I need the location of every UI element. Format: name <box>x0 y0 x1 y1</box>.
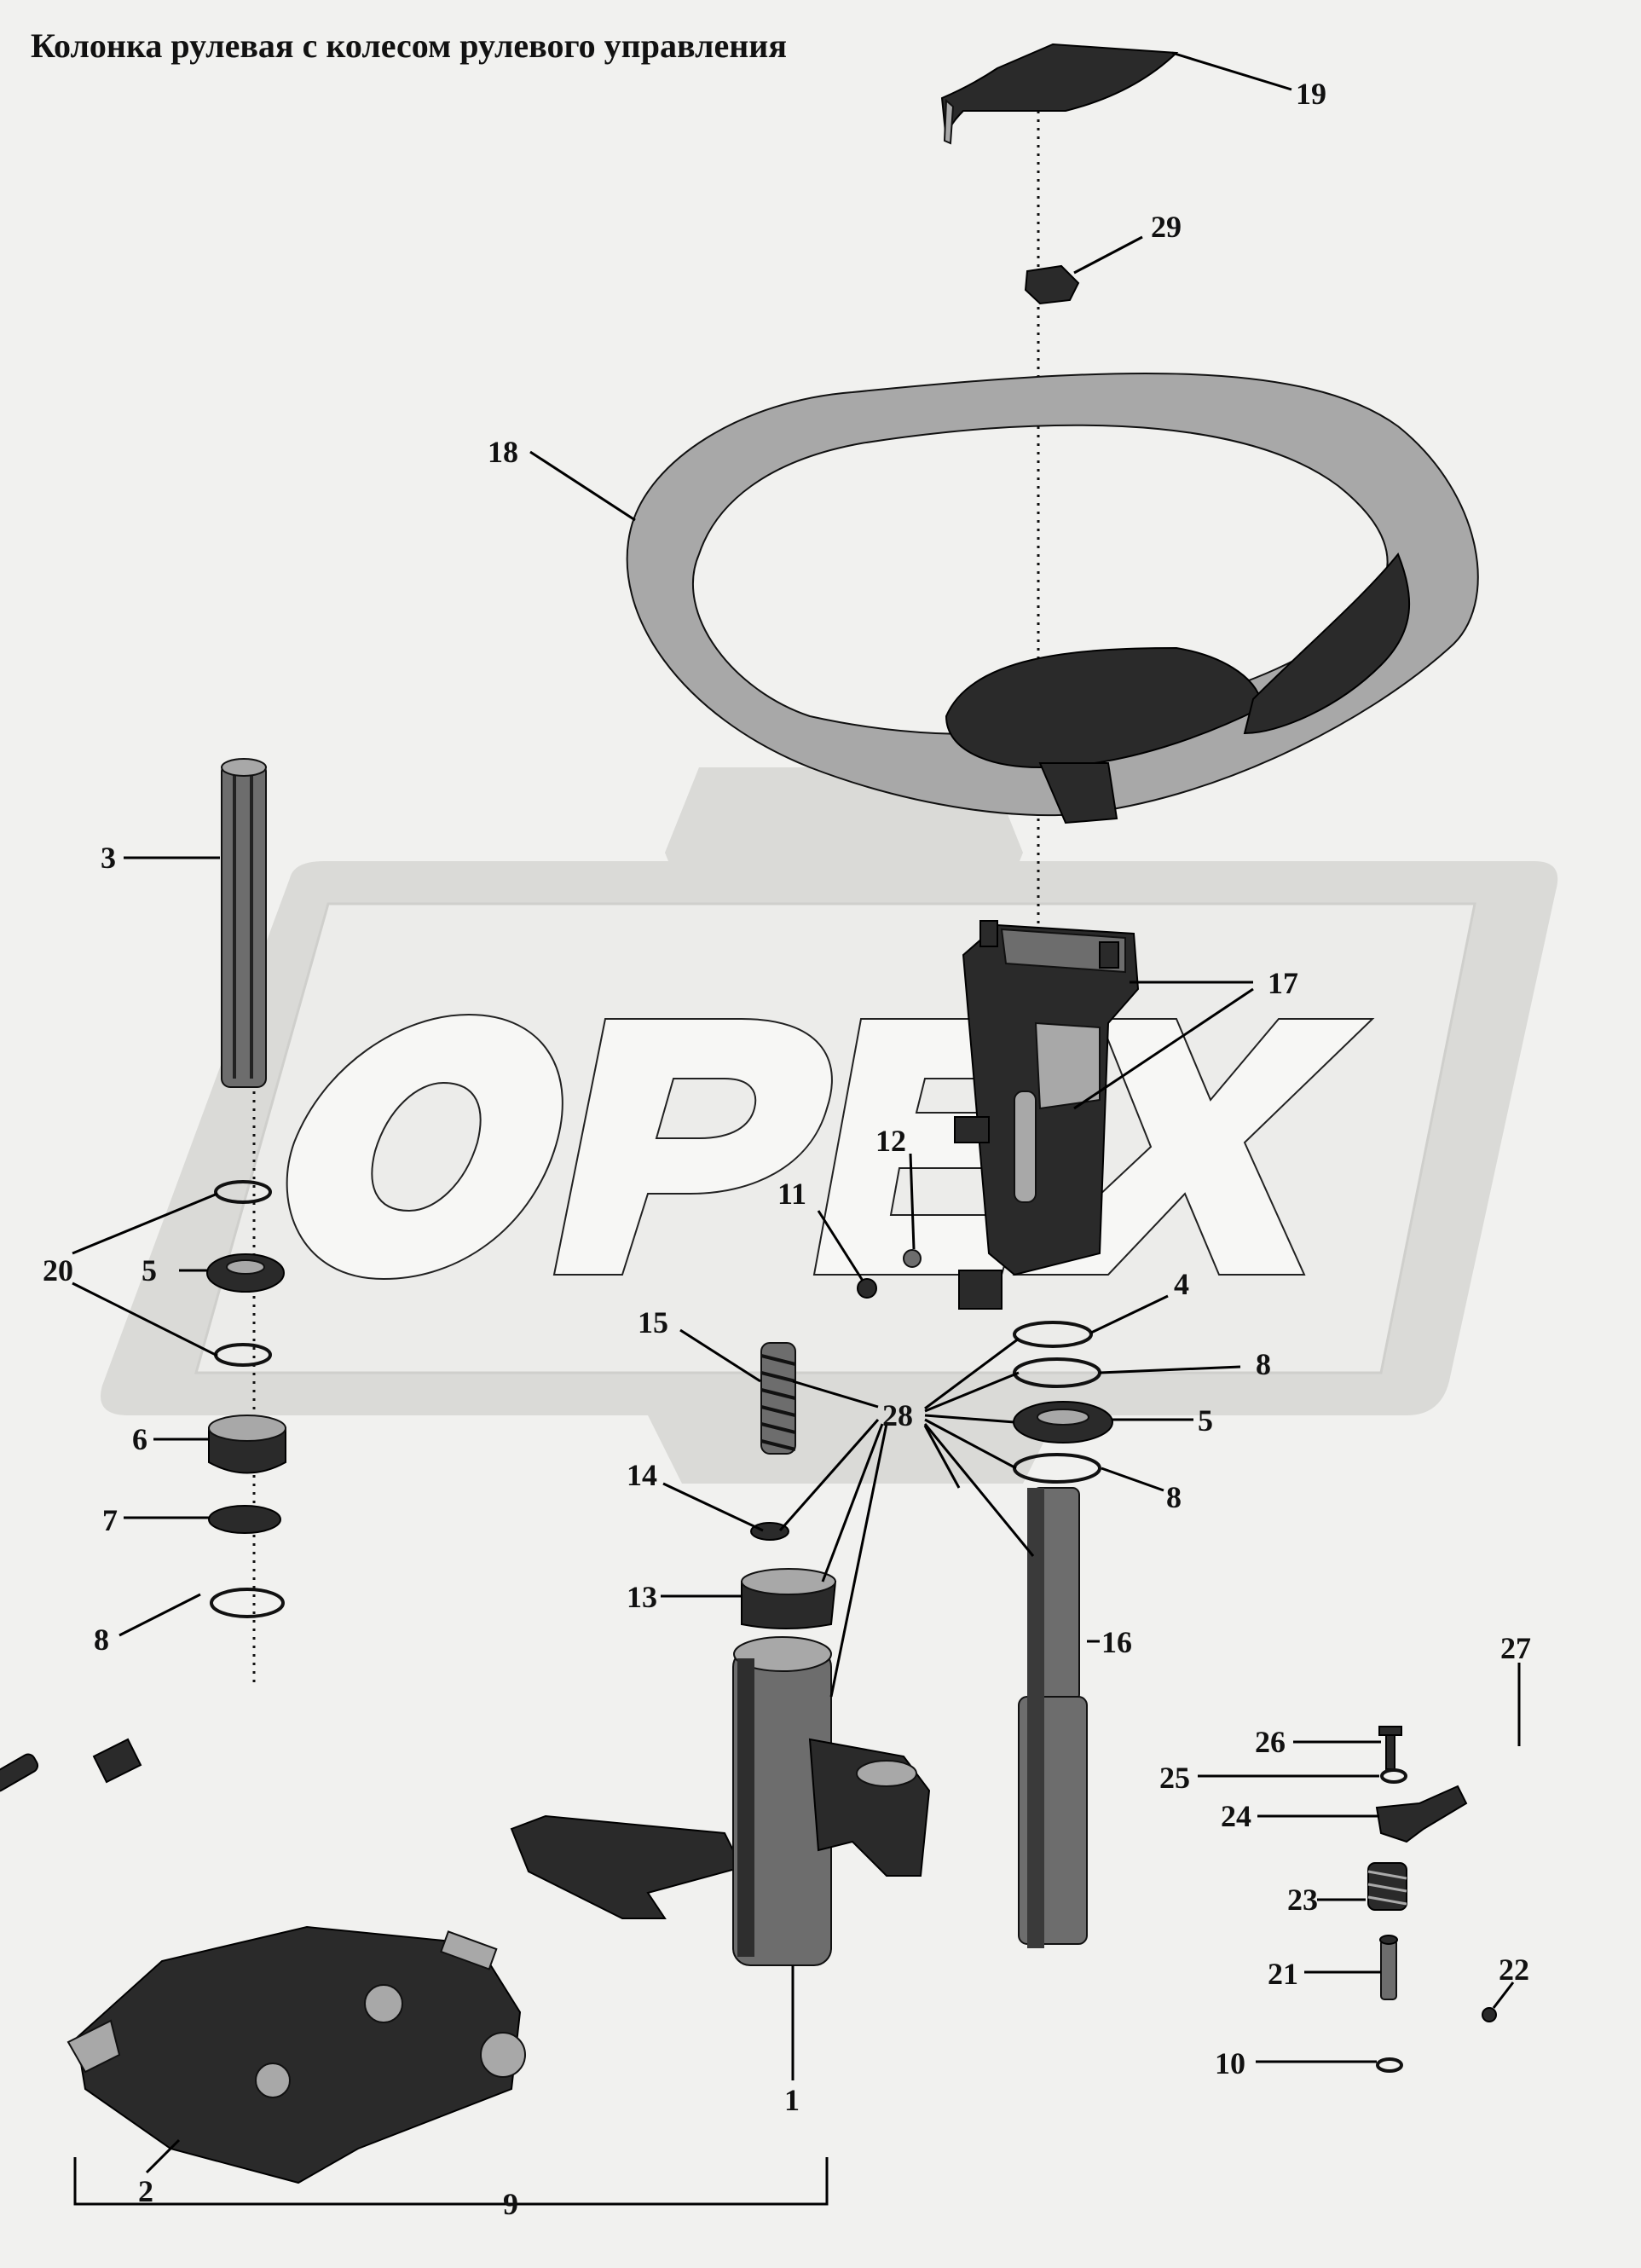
part-29-nut <box>1024 264 1080 305</box>
part-14-washer <box>750 1522 789 1541</box>
callout-18: 18 <box>488 435 518 469</box>
part-3-splined-shaft <box>221 758 267 1088</box>
part-20-ring-upper <box>214 1180 272 1204</box>
callout-13: 13 <box>627 1580 657 1614</box>
callout-8-upper: 8 <box>1256 1347 1271 1381</box>
callout-28: 28 <box>882 1398 913 1432</box>
part-13-bushing <box>741 1568 837 1629</box>
callout-17: 17 <box>1268 966 1298 1000</box>
part-4-ring <box>1013 1321 1093 1348</box>
watermark-text <box>286 1013 1375 1281</box>
part-16-steering-shaft <box>1018 1487 1088 1948</box>
callout-11: 11 <box>777 1177 806 1211</box>
part-1-column-tube <box>510 1636 931 1966</box>
watermark-logo <box>101 767 1558 1484</box>
callout-21: 21 <box>1268 1957 1298 1991</box>
part-21-pin <box>1379 1935 1398 2000</box>
callout-22: 22 <box>1499 1953 1529 1987</box>
leader-lines <box>72 51 1521 2206</box>
callout-4: 4 <box>1174 1267 1189 1301</box>
part-11-pin <box>857 1278 877 1299</box>
part-5-bearing-right <box>1013 1401 1113 1444</box>
callout-20: 20 <box>43 1253 73 1287</box>
part-18-steering-wheel <box>626 372 1479 824</box>
part-26-screw <box>1378 1726 1402 1770</box>
part-17-switch-housing <box>954 920 1140 1310</box>
part-22-screw <box>1482 2007 1497 2022</box>
callout-23: 23 <box>1287 1883 1318 1917</box>
part-25-washer <box>1380 1768 1407 1784</box>
callout-labels: 19 29 18 3 17 12 11 20 5 4 15 8 28 5 6 1… <box>43 77 1531 2221</box>
callout-1: 1 <box>784 2083 800 2117</box>
callout-5-right: 5 <box>1198 1403 1213 1438</box>
callout-6: 6 <box>132 1422 147 1456</box>
part-5-bearing-left <box>206 1253 285 1293</box>
callout-2: 2 <box>138 2174 153 2208</box>
part-24-lever <box>1375 1785 1468 1843</box>
callout-7: 7 <box>102 1503 118 1537</box>
part-2-ignition-switch <box>66 1925 526 2184</box>
callout-9: 9 <box>503 2187 518 2221</box>
callout-19: 19 <box>1296 77 1326 111</box>
callout-26: 26 <box>1255 1725 1286 1759</box>
callout-29: 29 <box>1151 210 1182 244</box>
callout-14: 14 <box>627 1458 657 1492</box>
callout-3: 3 <box>101 841 116 875</box>
part-8-circlip-left <box>210 1588 285 1618</box>
part-19-horn-pad <box>940 43 1179 145</box>
part-15-spring <box>760 1342 796 1455</box>
diagram-title: Колонка рулевая с колесом рулевого управ… <box>31 26 787 65</box>
callout-8-mid: 8 <box>1166 1480 1182 1514</box>
callout-5-left: 5 <box>142 1253 157 1287</box>
callout-16: 16 <box>1101 1625 1132 1659</box>
part-6-bushing <box>208 1415 286 1474</box>
callout-15: 15 <box>638 1305 668 1339</box>
callout-12: 12 <box>875 1124 906 1158</box>
part-27-spring <box>0 1753 39 1792</box>
part-23-spring <box>1367 1862 1407 1911</box>
callout-25: 25 <box>1159 1761 1190 1795</box>
callout-8-left: 8 <box>94 1623 109 1657</box>
callout-10: 10 <box>1215 2046 1245 2080</box>
part-7-washer <box>208 1505 281 1534</box>
part-12-ball <box>903 1249 922 1268</box>
callout-24: 24 <box>1221 1799 1251 1833</box>
part-10-washer <box>1376 2057 1403 2073</box>
callout-27: 27 <box>1500 1631 1531 1665</box>
